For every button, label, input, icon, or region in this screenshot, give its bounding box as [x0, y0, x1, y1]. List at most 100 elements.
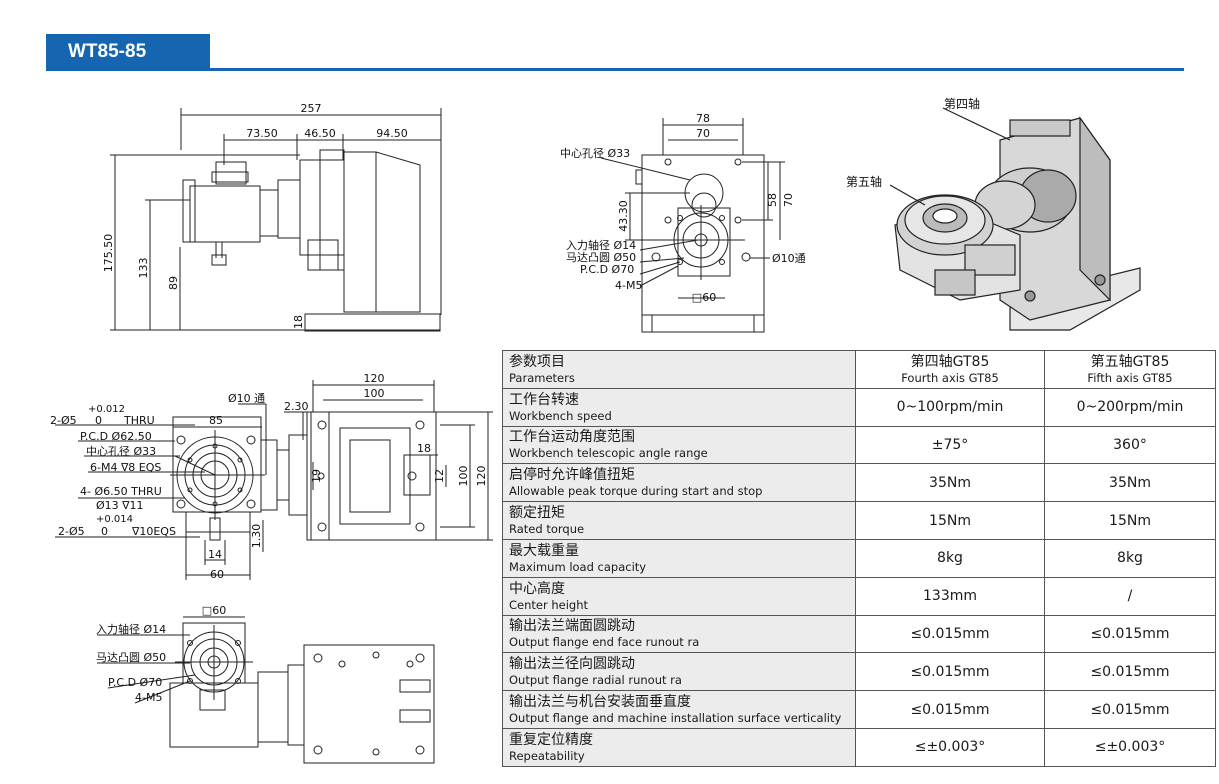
- fifth-axis-value: ≤±0.003°: [1044, 727, 1216, 767]
- dim-19: 19: [310, 469, 323, 483]
- dim-1-30: 1.30: [250, 524, 263, 549]
- dim-78: 78: [696, 112, 710, 125]
- param-zh: 工作台转速: [509, 391, 579, 408]
- dim-89: 89: [167, 276, 180, 290]
- header-fifth-en: Fifth axis GT85: [1087, 370, 1173, 385]
- header-fifth-zh: 第五轴GT85: [1090, 353, 1170, 370]
- pin-1-label: 2-Ø5: [50, 414, 77, 427]
- fourth-axis-value: 8kg: [855, 538, 1045, 578]
- fourth-axis-value: 15Nm: [855, 501, 1045, 540]
- param-zh: 启停时允许峰值扭矩: [509, 467, 635, 484]
- param-zh: 重复定位精度: [509, 731, 593, 748]
- header-fourth-en: Fourth axis GT85: [901, 370, 999, 385]
- m5-bottom-label: 4-M5: [135, 691, 162, 704]
- fourth-axis-value: 0~100rpm/min: [855, 387, 1045, 427]
- fourth-axis-value: 35Nm: [855, 463, 1045, 503]
- top-view-drawing: [55, 380, 493, 580]
- header-fourth-axis-cell: 第四轴GT85 Fourth axis GT85: [855, 350, 1045, 389]
- counterbore-label: Ø13 ∇11: [96, 499, 144, 512]
- fifth-axis-value: 15Nm: [1044, 501, 1216, 540]
- square-60-bottom-label: □60: [202, 604, 226, 617]
- dim-58: 58: [766, 193, 779, 207]
- param-en: Rated torque: [509, 522, 585, 537]
- fifth-axis-label: 第五轴: [846, 174, 882, 189]
- param-en: Output flange and machine installation s…: [509, 711, 842, 726]
- fourth-axis-value: ≤0.015mm: [855, 652, 1045, 692]
- param-en: Output flange radial runout ra: [509, 673, 682, 688]
- fourth-axis-value: ±75°: [855, 425, 1045, 465]
- dim-133: 133: [137, 258, 150, 279]
- dim-175-50: 175.50: [102, 234, 115, 273]
- motor-boss-bottom-label: 马达凸圆 Ø50: [96, 651, 166, 664]
- isometric-view-drawing: [889, 107, 1141, 331]
- dim-120-vertical: 120: [475, 466, 488, 487]
- input-shaft-label: 入力轴径 Ø14: [566, 238, 636, 252]
- param-en: Allowable peak torque during start and s…: [509, 484, 763, 499]
- motor-boss-label: 马达凸圆 Ø50: [566, 251, 636, 264]
- dim-18-slot: 18: [417, 442, 431, 455]
- dim-100: 100: [364, 387, 385, 400]
- tol-upper-2: +0.014: [96, 514, 133, 525]
- dim-60: 60: [210, 568, 224, 581]
- dim-18: 18: [292, 315, 305, 329]
- header-fifth-axis-cell: 第五轴GT85 Fifth axis GT85: [1044, 350, 1216, 389]
- dim-85: 85: [209, 414, 223, 427]
- dim-120: 120: [364, 372, 385, 385]
- fifth-axis-value: 35Nm: [1044, 463, 1216, 503]
- fourth-axis-value: ≤0.015mm: [855, 614, 1045, 654]
- dim-73-50: 73.50: [246, 127, 278, 140]
- side-view-drawing: [110, 108, 442, 332]
- param-zh: 工作台运动角度范围: [509, 429, 635, 446]
- fifth-axis-value: ≤0.015mm: [1044, 690, 1216, 729]
- param-zh: 额定扭矩: [509, 505, 565, 522]
- dim-46-50: 46.50: [304, 127, 336, 140]
- through-hole-label: Ø10通: [772, 252, 806, 265]
- pcd-62-label: P.C.D Ø62.50: [80, 430, 152, 443]
- dim-70: 70: [696, 127, 710, 140]
- header-rule: [46, 68, 1184, 71]
- tol-upper-1: +0.012: [88, 404, 125, 415]
- dim-43-30: 43.30: [617, 200, 630, 232]
- holes-650-label: 4- Ø6.50 THRU: [80, 485, 162, 498]
- param-zh: 输出法兰与机台安装面垂直度: [509, 694, 691, 711]
- pin-2-label: 2-Ø5: [58, 525, 85, 538]
- parameter-table: 参数项目 Parameters 第四轴GT85 Fourth axis GT85…: [502, 350, 1216, 767]
- fifth-axis-value: ≤0.015mm: [1044, 652, 1216, 692]
- fourth-axis-label: 第四轴: [944, 96, 980, 111]
- dim-94-50: 94.50: [376, 127, 408, 140]
- header-param-zh: 参数项目: [509, 353, 565, 370]
- m4-label: 6-M4 ∇8 EQS: [90, 461, 161, 474]
- param-en: Output flange end face runout ra: [509, 635, 700, 650]
- header-param-cell: 参数项目 Parameters: [502, 350, 856, 389]
- param-en: Center height: [509, 597, 589, 612]
- pin-1-tol: 0: [95, 414, 102, 427]
- dim-14: 14: [208, 548, 222, 561]
- fifth-axis-value: ≤0.015mm: [1044, 614, 1216, 654]
- fifth-axis-value: /: [1044, 576, 1216, 616]
- model-title: WT85-85: [46, 34, 210, 70]
- fourth-axis-value: ≤±0.003°: [855, 727, 1045, 767]
- table-header-row: 参数项目 Parameters 第四轴GT85 Fourth axis GT85…: [502, 350, 1216, 389]
- fourth-axis-value: ≤0.015mm: [855, 690, 1045, 729]
- dim-2-30: 2.30: [284, 400, 309, 413]
- dim-70-vertical: 70: [782, 193, 795, 207]
- param-zh: 最大载重量: [509, 542, 579, 559]
- dim-12: 12: [433, 469, 446, 483]
- dim-257: 257: [301, 102, 322, 115]
- input-shaft-bottom-label: 入力轴径 Ø14: [96, 622, 166, 636]
